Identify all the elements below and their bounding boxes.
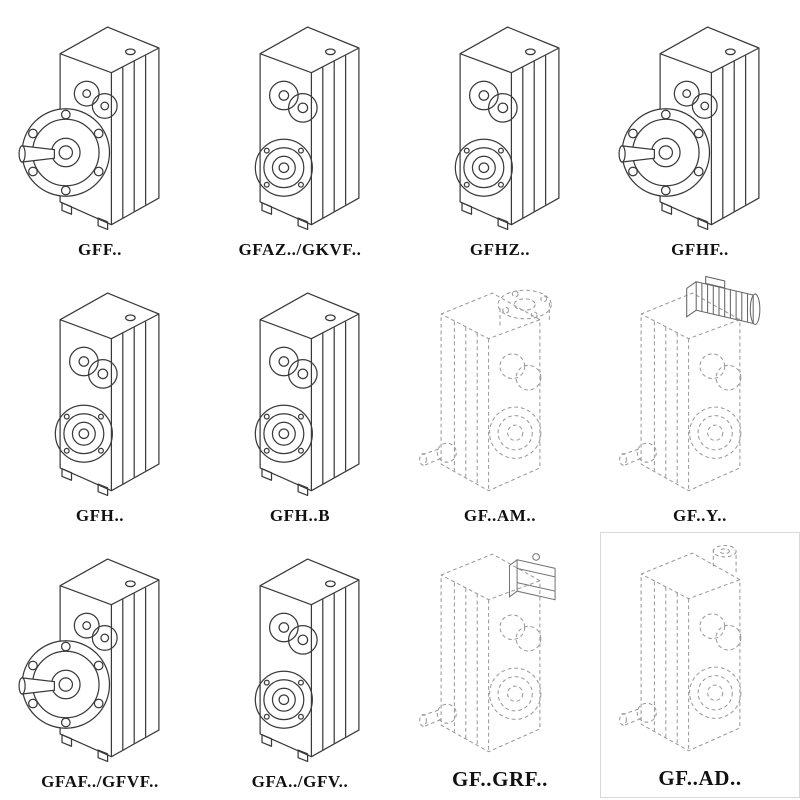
catalog-cell: GF..AD.. [600, 532, 800, 798]
drawing-gf-grf [404, 537, 596, 765]
catalog-cell: GFH..B [200, 266, 400, 532]
model-label: GF..Y.. [673, 506, 727, 525]
drawing-gf-ad [604, 536, 796, 764]
catalog-cell: GF..Y.. [600, 266, 800, 532]
model-label: GF..AM.. [463, 506, 537, 525]
drawing-gfh [12, 276, 188, 504]
catalog-cell: GFHF.. [600, 0, 800, 266]
catalog-cell: GFAF../GFVF.. [0, 532, 200, 798]
drawing-gf-y [604, 276, 796, 504]
catalog-cell: GF..GRF.. [400, 532, 600, 798]
model-label: GFAZ../GKVF.. [238, 240, 362, 259]
catalog-cell: GFAZ../GKVF.. [200, 0, 400, 266]
model-label: GFHF.. [671, 240, 729, 259]
model-label: GFH..B [269, 506, 331, 525]
catalog-cell: GFF.. [0, 0, 200, 266]
drawing-gfh-b [212, 276, 388, 504]
drawing-gfaz-gkvf [212, 10, 388, 238]
drawing-gff [12, 10, 188, 238]
drawing-gfa-gfv [212, 542, 388, 770]
drawing-gf-am [404, 276, 596, 504]
model-label: GFA../GFV.. [251, 772, 349, 791]
catalog-cell: GF..AM.. [400, 266, 600, 532]
model-label: GF..GRF.. [451, 767, 549, 791]
model-label: GF..AD.. [658, 766, 742, 790]
catalog-cell: GFHZ.. [400, 0, 600, 266]
model-label: GFHZ.. [469, 240, 531, 259]
model-label: GFF.. [78, 240, 122, 259]
model-label: GFH.. [75, 506, 125, 525]
drawing-gfhf [612, 10, 788, 238]
model-label: GFAF../GFVF.. [41, 772, 159, 791]
drawing-gfaf-gfvf [12, 542, 188, 770]
catalog-cell: GFH.. [0, 266, 200, 532]
drawing-gfhz [412, 10, 588, 238]
catalog-cell: GFA../GFV.. [200, 532, 400, 798]
